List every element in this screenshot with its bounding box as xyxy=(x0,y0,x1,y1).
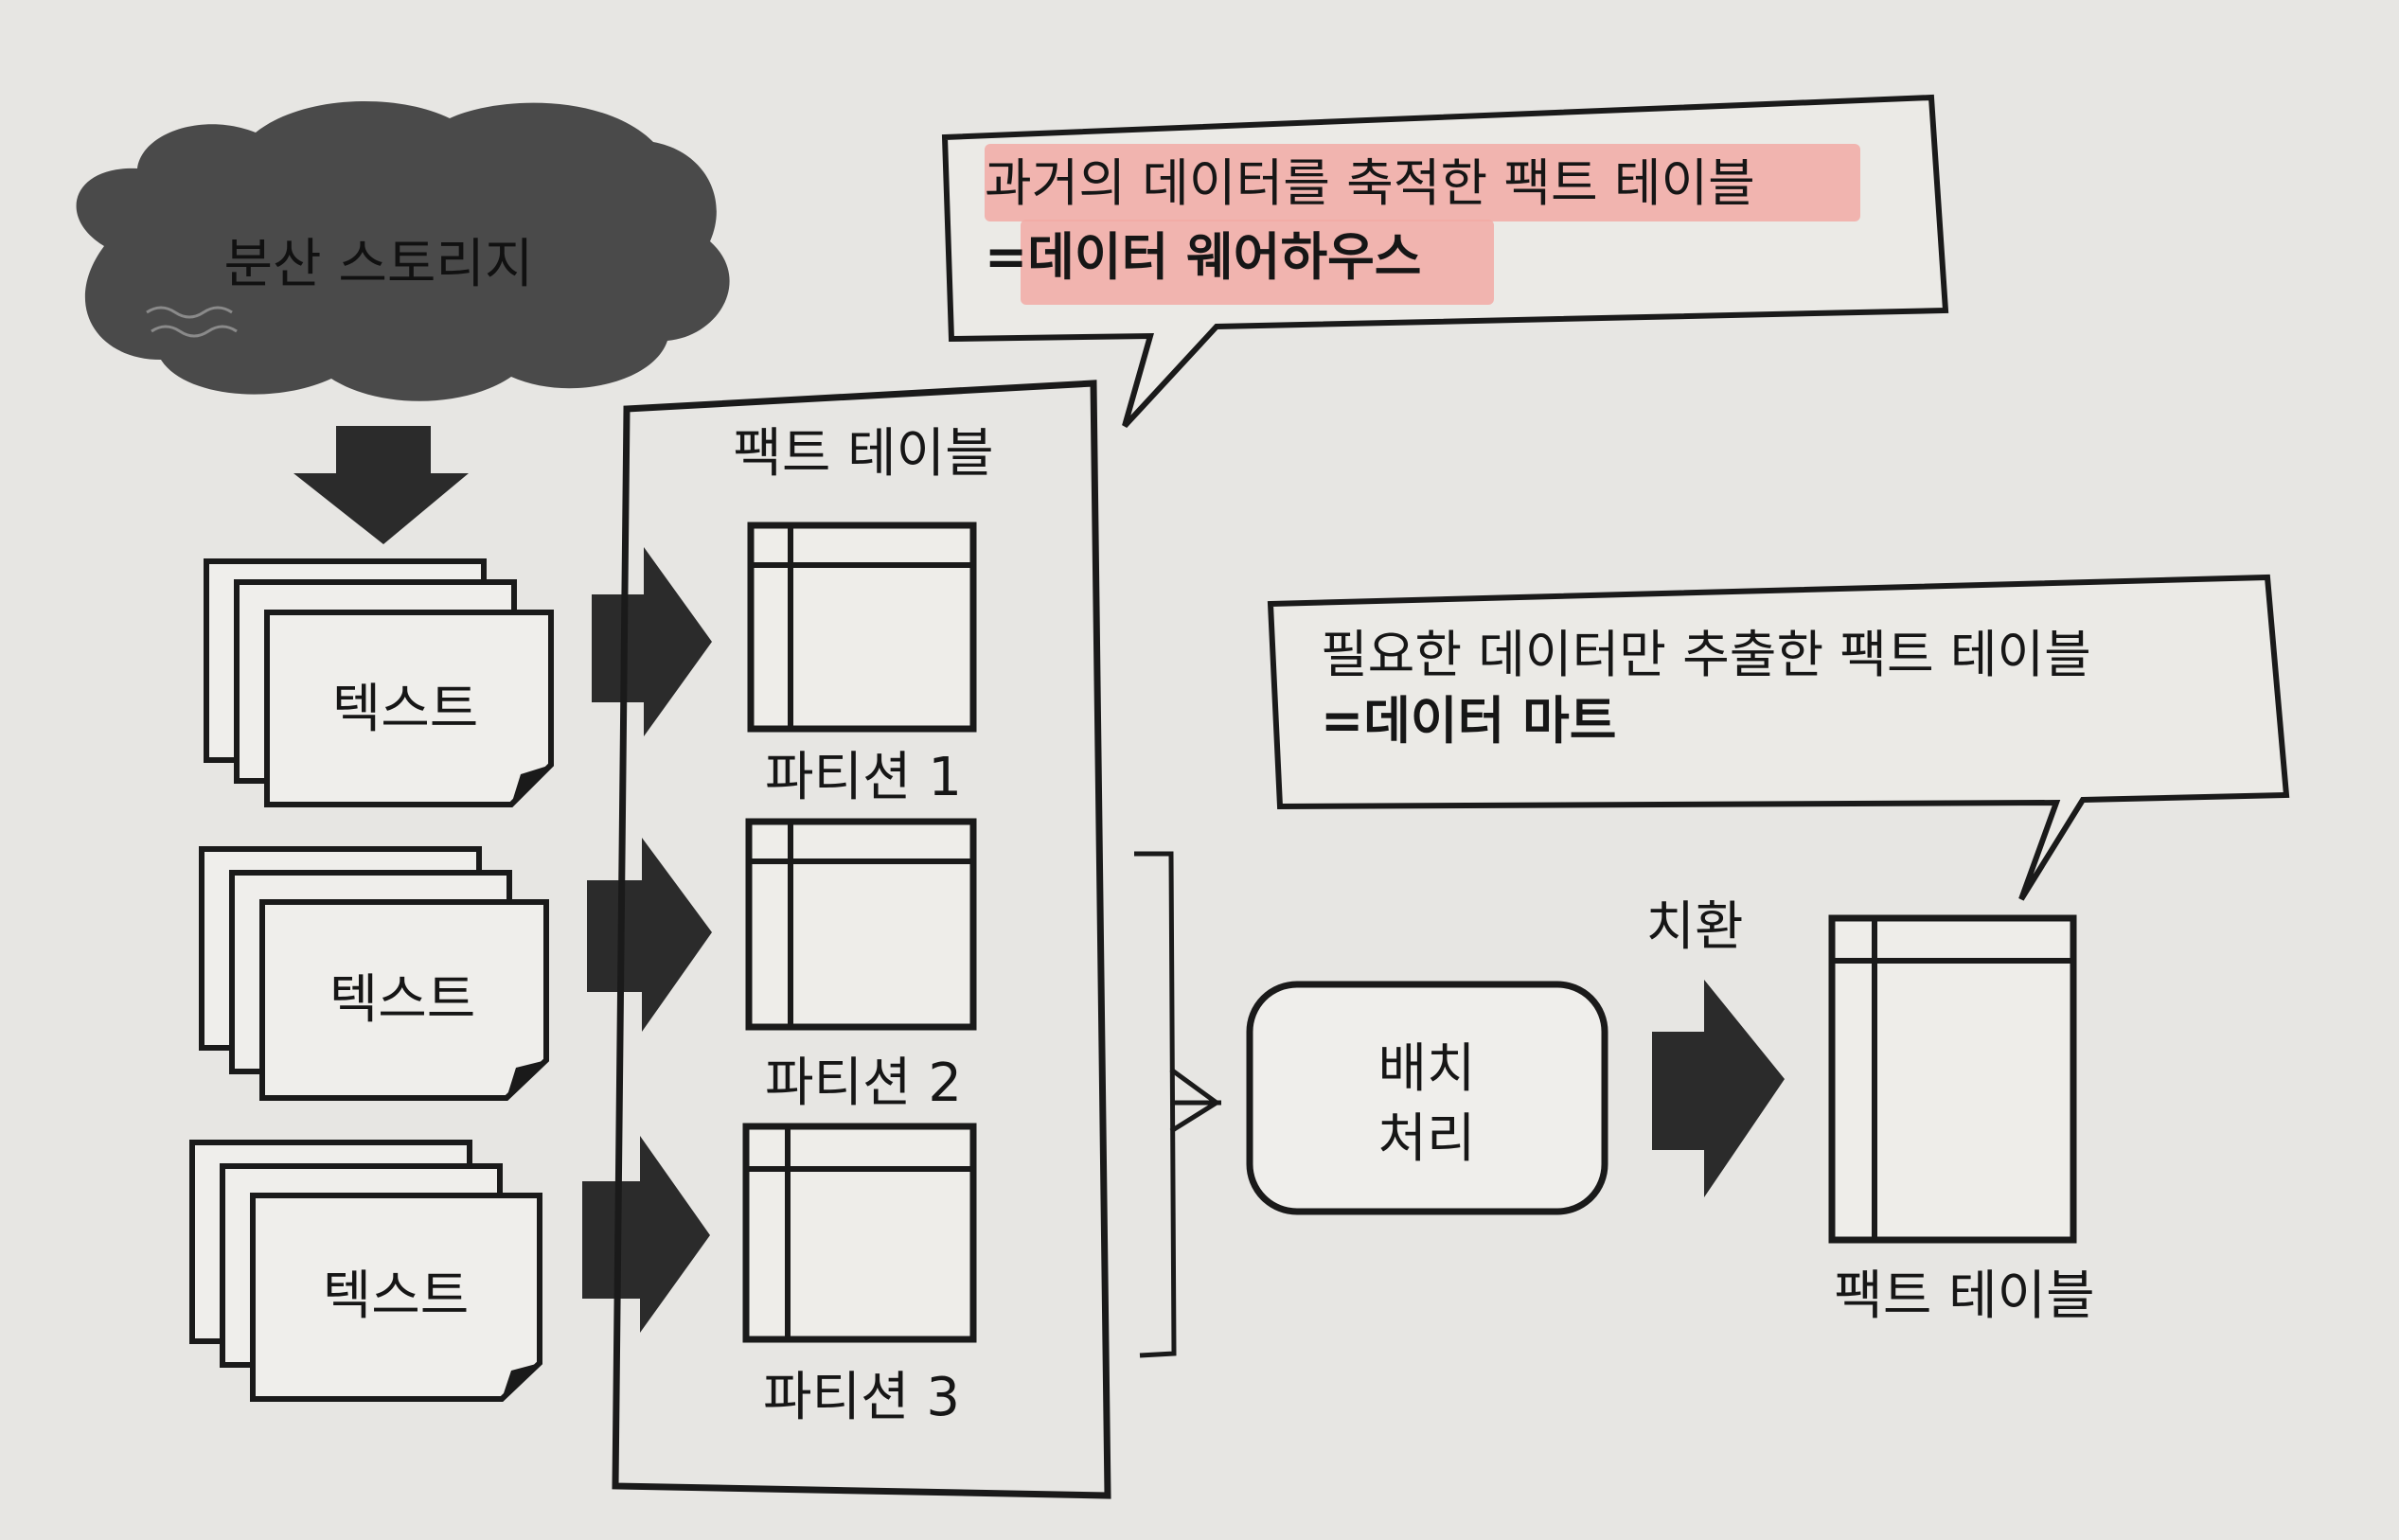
callout-mart-line2: =데이터 마트 xyxy=(1321,691,1616,751)
partition-label: 파티션 2 xyxy=(765,1053,962,1114)
batch-line2: 처리 xyxy=(1377,1108,1475,1170)
storage-label: 분산 스토리지 xyxy=(224,234,534,295)
text-stack-3: 텍스트 xyxy=(189,1140,542,1402)
text-stack-1: 텍스트 xyxy=(204,558,554,807)
callout-data-mart: 필요한 데이터만 추출한 팩트 테이블 =데이터 마트 xyxy=(1267,574,2290,901)
result-fact-table: 팩트 테이블 xyxy=(1828,914,2095,1327)
text-stack-label: 텍스트 xyxy=(329,969,476,1031)
result-table-label: 팩트 테이블 xyxy=(1834,1266,2094,1327)
distributed-storage-cloud: 분산 스토리지 xyxy=(76,100,730,401)
partition-table-1: 파티션 1 xyxy=(747,522,977,808)
batch-line1: 배치 xyxy=(1377,1038,1475,1100)
partition-label: 파티션 3 xyxy=(763,1367,960,1428)
right-arrow-icon xyxy=(1652,980,1785,1197)
down-arrow-icon xyxy=(293,426,469,544)
callout-data-warehouse: 과거의 데이터를 축적한 팩트 테이블 =데이터 웨어하우스 xyxy=(941,94,1949,429)
text-stack-2: 텍스트 xyxy=(199,846,549,1101)
partition-table-2: 파티션 2 xyxy=(745,818,977,1114)
partition-label: 파티션 1 xyxy=(765,747,962,808)
bracket-icon xyxy=(1134,851,1221,1358)
right-arrow-icon xyxy=(592,547,712,736)
callout-mart-line1: 필요한 데이터만 추출한 팩트 테이블 xyxy=(1321,625,2091,684)
fact-table-title: 팩트 테이블 xyxy=(733,423,993,485)
text-stack-label: 텍스트 xyxy=(323,1266,470,1327)
partition-table-3: 파티션 3 xyxy=(742,1123,977,1428)
right-arrow-icon xyxy=(582,1136,710,1333)
right-arrow-icon xyxy=(587,838,712,1032)
fact-table-container: 팩트 테이블 xyxy=(612,380,1111,1499)
callout-highlight xyxy=(985,144,1860,221)
callout-warehouse-line1: 과거의 데이터를 축적한 팩트 테이블 xyxy=(985,153,1755,213)
callout-warehouse-line2: =데이터 웨어하우스 xyxy=(985,227,1422,287)
batch-processing-box: 배치 처리 xyxy=(1246,981,1608,1215)
text-stack-label: 텍스트 xyxy=(332,679,479,740)
callout-highlight xyxy=(1021,220,1494,305)
replace-label: 치환 xyxy=(1645,896,1743,958)
